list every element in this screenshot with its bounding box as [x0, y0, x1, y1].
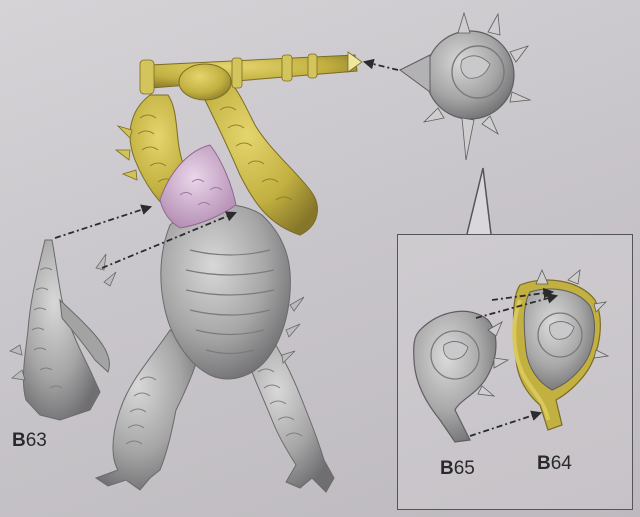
part-label-number: 64: [551, 453, 572, 474]
dashed-arrow-icon: [470, 413, 540, 436]
part-label-b64: B64: [537, 453, 572, 475]
mace-half-b65: [414, 311, 508, 442]
part-label-prefix: B: [537, 453, 551, 474]
part-label-number: 63: [26, 430, 47, 451]
part-label-number: 65: [454, 458, 475, 479]
part-label-prefix: B: [440, 458, 454, 479]
part-label-prefix: B: [12, 430, 26, 451]
part-label-b63: B63: [12, 430, 47, 452]
mace-half-b64: [514, 270, 609, 430]
part-label-b65: B65: [440, 458, 475, 480]
